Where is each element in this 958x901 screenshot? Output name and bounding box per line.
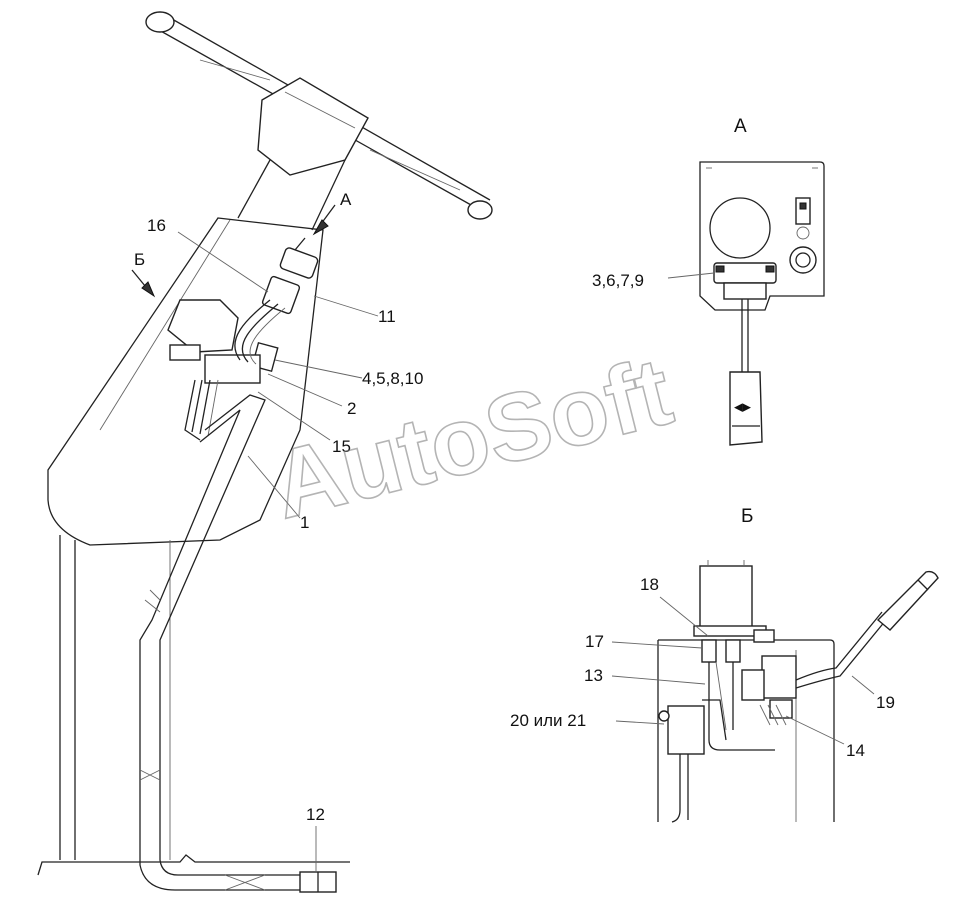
arrow-label-b: Б: [134, 250, 145, 269]
connector-upper: [261, 237, 319, 315]
view-a-plate: [699, 161, 825, 311]
steering-wheel: [145, 11, 493, 220]
callout-1: 1: [300, 513, 309, 532]
view-a-title: А: [734, 116, 747, 137]
callout-12: 12: [306, 805, 325, 824]
callout-11: 11: [378, 307, 396, 326]
view-arrow-a: [312, 204, 336, 236]
main-leaders: [177, 231, 379, 872]
switch-block: [167, 299, 279, 384]
callout-13: 13: [584, 666, 603, 685]
callout-4-5-8-10: 4,5,8,10: [362, 369, 423, 388]
arrow-label-a: А: [340, 190, 352, 209]
view-b-connector-17: [701, 639, 717, 663]
view-a-switch-top: [795, 197, 811, 225]
view-b-relay: [667, 705, 705, 755]
view-a: А ◂▸ 3,6,7,9: [592, 116, 825, 446]
view-b-switch-block: [761, 655, 797, 699]
view-arrow-b: [131, 269, 156, 298]
view-a-round-switch: [789, 246, 817, 274]
lever-arrows-icon: ◂▸: [734, 397, 752, 416]
steering-column: [37, 159, 350, 876]
callout-2: 2: [347, 399, 356, 418]
view-b: Б: [510, 506, 939, 823]
wire-harness: [139, 299, 300, 891]
callout-19: 19: [876, 693, 895, 712]
callout-20-or-21: 20 или 21: [510, 711, 586, 730]
view-b-upper-block: [699, 565, 753, 631]
callout-17: 17: [585, 632, 604, 651]
watermark-logo: AutoSoft: [263, 338, 682, 540]
view-b-lever-handle: [876, 570, 939, 631]
callout-14: 14: [846, 741, 865, 760]
callout-3-6-7-9: 3,6,7,9: [592, 271, 644, 290]
view-a-lever-handle: [729, 371, 763, 446]
main-view: А Б 16 11 4,5,8,10 2 15 1 12: [37, 11, 493, 893]
callout-15: 15: [332, 437, 351, 456]
callout-16: 16: [147, 216, 166, 235]
callout-18: 18: [640, 575, 659, 594]
view-b-title: Б: [741, 506, 753, 527]
